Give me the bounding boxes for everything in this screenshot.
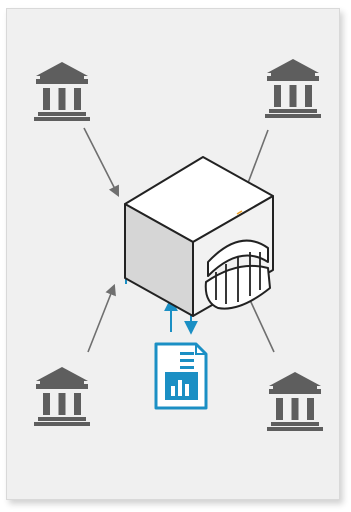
- edge-bottom-right: [249, 299, 275, 353]
- bank-icon: [267, 372, 323, 431]
- edge-top-right: [247, 129, 269, 184]
- bank-icon: [34, 62, 90, 121]
- report-document-icon: [154, 342, 208, 410]
- building-cube-icon: [124, 156, 274, 317]
- edge-bottom-left: [87, 283, 116, 353]
- edge-top-left: [83, 127, 120, 197]
- bank-icon: [265, 59, 321, 118]
- bank-icon: [34, 367, 90, 426]
